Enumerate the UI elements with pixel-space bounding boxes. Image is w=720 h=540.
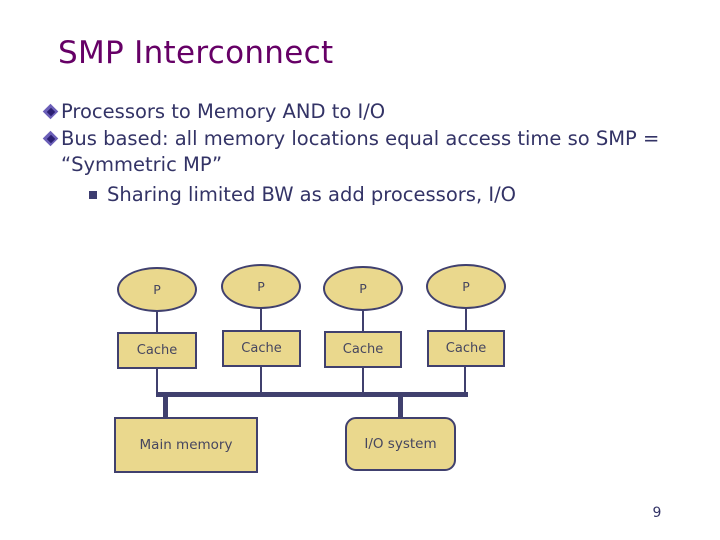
io-system-node: I/O system — [345, 417, 456, 471]
processor-node-1-label: P — [153, 282, 161, 297]
cache-node-2: Cache — [222, 330, 301, 367]
cache-node-2-label: Cache — [241, 341, 282, 356]
connector-cache-bus-1 — [156, 368, 158, 394]
connector-bus-io-system — [398, 394, 403, 419]
page-number: 9 — [652, 505, 662, 521]
processor-node-2: P — [221, 264, 301, 309]
processor-node-4: P — [426, 264, 506, 309]
cache-node-3: Cache — [324, 331, 402, 368]
cache-node-3-label: Cache — [342, 342, 384, 357]
connector-processor-cache-3 — [362, 309, 364, 332]
processor-node-2-label: P — [257, 279, 265, 294]
bullet-list: Processors to Memory AND to I/O Bus base… — [42, 99, 694, 209]
bullet-item-1-label: Processors to Memory AND to I/O — [61, 100, 386, 123]
connector-cache-bus-2 — [260, 366, 262, 394]
connector-processor-cache-1 — [156, 310, 158, 334]
shared-bus-line — [156, 392, 468, 397]
processor-node-1: P — [117, 267, 197, 312]
connector-bus-main-memory — [163, 394, 168, 419]
connector-cache-bus-3 — [362, 367, 364, 394]
main-memory-node: Main memory — [114, 417, 258, 473]
connector-cache-bus-4 — [464, 366, 466, 394]
bullet-item-3-label: Sharing limited BW as add processors, I/… — [107, 183, 517, 206]
square-bullet-icon — [89, 191, 97, 199]
processor-node-3-label: P — [359, 281, 367, 296]
connector-processor-cache-2 — [260, 307, 262, 331]
cache-node-1-label: Cache — [136, 343, 178, 358]
bullet-item-3: Sharing limited BW as add processors, I/… — [44, 182, 694, 208]
cache-node-4: Cache — [427, 330, 505, 367]
page-title: SMP Interconnect — [58, 35, 334, 71]
main-memory-node-label: Main memory — [139, 437, 233, 453]
connector-processor-cache-4 — [465, 307, 467, 331]
bullet-item-2: Bus based: all memory locations equal ac… — [42, 126, 694, 178]
processor-node-3: P — [323, 266, 403, 311]
bullet-item-2-label: Bus based: all memory locations equal ac… — [61, 127, 660, 176]
cache-node-1: Cache — [117, 332, 197, 369]
processor-node-4-label: P — [462, 279, 470, 294]
cache-node-4-label: Cache — [445, 341, 487, 356]
io-system-node-label: I/O system — [364, 436, 437, 452]
bullet-item-1: Processors to Memory AND to I/O — [42, 99, 694, 125]
